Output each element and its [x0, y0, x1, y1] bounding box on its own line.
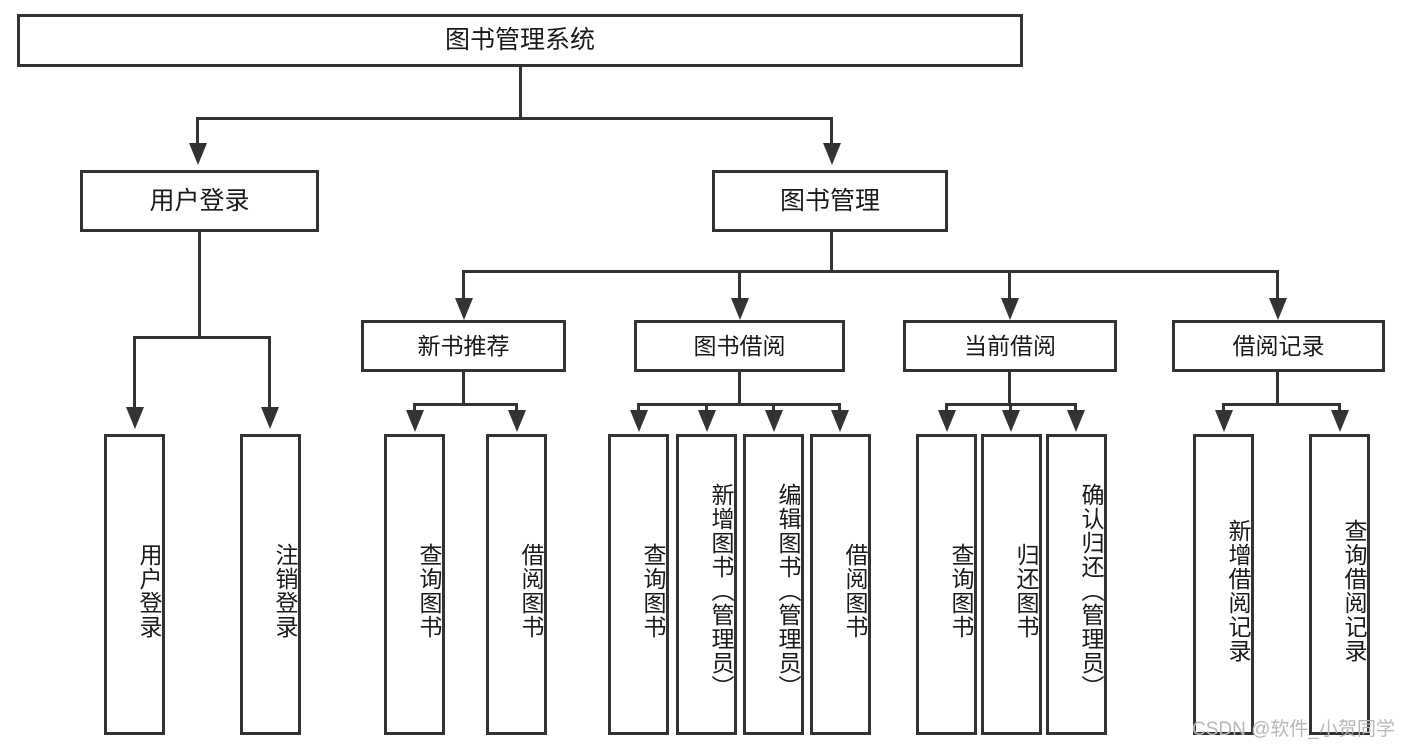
connector-borrow-record-stem [1276, 372, 1279, 403]
arrowhead-cb-leaf-3 [1067, 410, 1085, 432]
arrowhead-user-login-leaf-2 [261, 407, 279, 429]
node-label: 查询借阅记录 [1341, 518, 1367, 663]
arrowhead-bb-leaf-1 [630, 410, 648, 432]
connector-cb-drop-3 [1074, 403, 1077, 412]
arrowhead-cb-leaf-1 [938, 410, 956, 432]
connector-bb-drop-4 [838, 403, 841, 412]
connector-borrow-record-bus [1222, 403, 1341, 406]
node-label: 查询图书 [948, 542, 974, 639]
arrowhead-br-leaf-2 [1331, 410, 1349, 432]
node-leaf-current-borrow-return[interactable]: 归还图书 [981, 434, 1042, 735]
node-label: 用户登录 [136, 542, 162, 639]
arrowhead-bb-leaf-3 [765, 410, 783, 432]
connector-root-to-book-management [830, 117, 833, 145]
node-label: 用户登录 [149, 186, 250, 215]
connector-cb-drop-1 [945, 403, 948, 412]
connector-new-book-drop-2 [515, 403, 518, 412]
node-borrow-record[interactable]: 借阅记录 [1172, 320, 1385, 372]
node-new-book-recommend[interactable]: 新书推荐 [361, 320, 566, 372]
arrowhead-new-book-leaf-2 [508, 410, 526, 432]
connector-current-borrow-stem [1008, 372, 1011, 403]
node-label: 编辑图书（管理员） [775, 482, 801, 699]
node-leaf-new-book-query[interactable]: 查询图书 [384, 434, 445, 735]
arrowhead-bm-to-current-borrow [1001, 298, 1019, 320]
node-leaf-borrow-record-query[interactable]: 查询借阅记录 [1309, 434, 1370, 735]
node-label: 归还图书 [1013, 542, 1039, 639]
node-leaf-new-book-borrow[interactable]: 借阅图书 [486, 434, 547, 735]
arrowhead-user-login-leaf-1 [126, 407, 144, 429]
connector-bm-drop-3 [1008, 270, 1011, 302]
node-label: 图书管理系统 [444, 26, 595, 55]
node-leaf-book-borrow-query[interactable]: 查询图书 [608, 434, 669, 735]
node-book-borrow[interactable]: 图书借阅 [634, 320, 845, 372]
connector-new-book-bus [413, 403, 518, 406]
node-label: 查询图书 [640, 542, 666, 639]
connector-user-login-drop-2 [268, 336, 271, 409]
connector-cb-drop-2 [1009, 403, 1012, 412]
node-label: 图书管理 [779, 186, 880, 215]
node-label: 确认归还（管理员） [1078, 482, 1104, 699]
node-leaf-book-borrow-borrow[interactable]: 借阅图书 [810, 434, 871, 735]
node-label: 图书借阅 [693, 332, 786, 359]
connector-root-bus [196, 117, 833, 120]
node-label: 查询图书 [416, 542, 442, 639]
node-label: 新增图书（管理员） [708, 482, 734, 699]
node-leaf-current-borrow-confirm[interactable]: 确认归还（管理员） [1046, 434, 1107, 735]
connector-book-management-bus [462, 270, 1279, 273]
connector-book-borrow-stem [738, 372, 741, 403]
arrowhead-root-to-book-management [823, 143, 841, 165]
arrowhead-bb-leaf-4 [831, 410, 849, 432]
node-label: 新增借阅记录 [1225, 518, 1251, 663]
connector-bb-drop-2 [705, 403, 708, 412]
node-leaf-borrow-record-add[interactable]: 新增借阅记录 [1193, 434, 1254, 735]
node-label: 借阅图书 [518, 542, 544, 639]
csdn-watermark: CSDN @软件_小贺同学 [1192, 719, 1395, 740]
node-label: 新书推荐 [417, 332, 510, 359]
connector-br-drop-2 [1338, 403, 1341, 412]
connector-book-management-stem [830, 232, 833, 270]
connector-new-book-stem [462, 372, 465, 403]
node-label: 注销登录 [272, 542, 298, 639]
connector-bm-drop-4 [1276, 270, 1279, 302]
node-user-login[interactable]: 用户登录 [80, 170, 319, 232]
arrowhead-br-leaf-1 [1215, 410, 1233, 432]
node-label: 当前借阅 [964, 332, 1056, 359]
connector-user-login-stem [198, 232, 201, 336]
node-leaf-user-login-logout[interactable]: 注销登录 [240, 434, 301, 735]
arrowhead-bm-to-borrow-record [1269, 298, 1287, 320]
node-book-management[interactable]: 图书管理 [712, 170, 948, 232]
node-leaf-book-borrow-edit[interactable]: 编辑图书（管理员） [743, 434, 804, 735]
arrowhead-bm-to-book-borrow [731, 298, 749, 320]
node-leaf-user-login-login[interactable]: 用户登录 [104, 434, 165, 735]
node-label: 借阅记录 [1232, 332, 1325, 359]
connector-bm-drop-1 [462, 270, 465, 302]
node-label: 借阅图书 [842, 542, 868, 639]
arrowhead-root-to-user-login [189, 143, 207, 165]
arrowhead-new-book-leaf-1 [406, 410, 424, 432]
connector-root-stem [519, 67, 522, 117]
connector-user-login-drop-1 [133, 336, 136, 409]
node-leaf-book-borrow-add[interactable]: 新增图书（管理员） [676, 434, 737, 735]
connector-new-book-drop-1 [413, 403, 416, 412]
connector-bb-drop-3 [772, 403, 775, 412]
arrowhead-bb-leaf-2 [698, 410, 716, 432]
connector-br-drop-1 [1222, 403, 1225, 412]
node-leaf-current-borrow-query[interactable]: 查询图书 [916, 434, 977, 735]
connector-bb-drop-1 [637, 403, 640, 412]
connector-root-to-user-login [196, 117, 199, 145]
connector-book-borrow-bus [637, 403, 841, 406]
arrowhead-bm-to-new-book-recommend [455, 298, 473, 320]
arrowhead-cb-leaf-2 [1002, 410, 1020, 432]
connector-user-login-bus [133, 336, 271, 339]
connector-bm-drop-2 [738, 270, 741, 302]
node-root-book-management-system[interactable]: 图书管理系统 [17, 14, 1023, 67]
node-current-borrow[interactable]: 当前借阅 [903, 320, 1117, 372]
